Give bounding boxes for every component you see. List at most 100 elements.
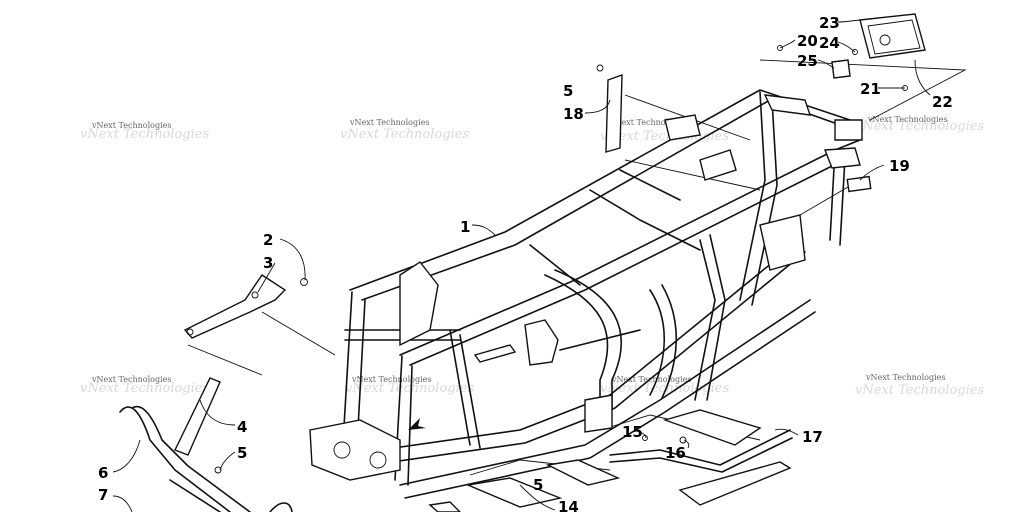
leader-23 [837, 19, 863, 23]
cross-member [589, 189, 701, 251]
watermark: vNext Technologies [611, 375, 691, 384]
callout-24: 24 [819, 34, 840, 52]
nut-15 [642, 435, 648, 441]
leader-6 [112, 439, 141, 473]
mount-hole [369, 451, 387, 469]
front-brace [174, 377, 221, 456]
direction-arrow-icon [408, 418, 426, 430]
leader-16 [683, 439, 690, 449]
callout-19: 19 [889, 157, 910, 175]
bolt-2 [300, 278, 308, 286]
rear-bracket-side [759, 214, 806, 271]
frame-rear-hoop [649, 289, 665, 396]
watermark-shadow: vNext Technologies [855, 383, 984, 398]
frame-top-rail-right [399, 139, 861, 356]
bracket-hole [186, 328, 194, 336]
skid-plate [465, 477, 563, 508]
front-bumper-inner [131, 405, 251, 512]
bottom-rail-left [344, 239, 801, 456]
callout-1: 1 [460, 218, 470, 236]
watermark-shadow: vNext Technologies [80, 381, 209, 396]
front-bracket [399, 261, 439, 347]
callout-21: 21 [860, 80, 881, 98]
callout-5: 5 [237, 444, 247, 462]
guide-line [624, 159, 761, 191]
callout-5: 5 [533, 476, 543, 494]
frame-top-rail-left-inner [361, 99, 861, 301]
bracket-hole [251, 291, 259, 299]
callout-22: 22 [932, 93, 953, 111]
rear-upright-right-inner [839, 157, 846, 246]
leader-2 [279, 238, 306, 281]
rear-plate [664, 114, 701, 141]
left-side-bracket [183, 274, 287, 339]
part-4-brace [174, 377, 222, 474]
watermark-shadow: vNext Technologies [855, 119, 984, 134]
screw-20 [777, 45, 783, 51]
skid-plate [545, 459, 621, 486]
frame-top-rail-right-inner [409, 161, 841, 366]
callout-23: 23 [819, 14, 840, 32]
watermark: vNext Technologies [867, 115, 947, 124]
front-diagonal-inner [459, 334, 481, 449]
leader-1 [471, 224, 497, 237]
socket-25 [831, 59, 851, 79]
front-bumper [119, 406, 231, 512]
rear-bracket [699, 149, 737, 181]
front-suspension-mount [309, 419, 401, 481]
footrest-tube-inner [609, 437, 793, 473]
cross-member [619, 169, 681, 201]
callout-5: 5 [563, 82, 573, 100]
bolt-5 [596, 64, 604, 72]
callout-20: 20 [797, 32, 818, 50]
rear-hook [824, 147, 861, 169]
frame-middle-hoop [544, 274, 609, 411]
leader-24 [837, 41, 856, 53]
bolt-5 [214, 466, 222, 474]
watermark: vNext Technologies [91, 375, 171, 384]
cross-member-lower [559, 329, 641, 351]
main-frame [309, 89, 863, 499]
watermark: vNext Technologies [865, 373, 945, 382]
watermark: vNext Technologies [349, 118, 429, 127]
leader-14 [519, 484, 556, 511]
watermark-shadow: vNext Technologies [80, 127, 209, 142]
watermark-shadow: vNext Technologies [340, 127, 469, 142]
callout-16: 16 [665, 444, 686, 462]
engine-mount-lower [584, 394, 613, 433]
leader-4 [199, 399, 236, 426]
mount-tab [473, 344, 517, 363]
leader-15 [639, 431, 647, 439]
rear-mount [834, 119, 863, 141]
cross-member-diagonal-inner [706, 234, 726, 401]
front-upright-right-inner [407, 365, 413, 486]
frame-rear-hoop-inner [661, 284, 678, 399]
leader-25 [817, 59, 835, 69]
callout-17: 17 [802, 428, 823, 446]
leader-18 [584, 99, 611, 114]
guide-line [187, 344, 263, 376]
tail-light-lens [867, 19, 921, 55]
cross-member [529, 244, 581, 286]
engine-mount [524, 319, 559, 366]
bracket-2-3 [183, 274, 308, 339]
callout-6: 6 [98, 464, 108, 482]
bottom-rail-right [399, 299, 811, 486]
part-14-plates [428, 459, 621, 512]
watermark-shadow: vNext Technologies [345, 381, 474, 396]
leader-3 [257, 262, 276, 293]
footrest-plate [662, 409, 762, 446]
callout-7: 7 [98, 486, 108, 504]
bolt-16 [679, 436, 687, 444]
watermark: vNext Technologies [91, 121, 171, 130]
rear-upright [739, 91, 766, 301]
callout-4: 4 [237, 418, 247, 436]
frame-middle-hoop-inner [554, 269, 622, 411]
bottom-rail-right-inner [404, 311, 816, 499]
part-18-bracket [596, 64, 623, 153]
callout-3: 3 [263, 254, 273, 272]
leader-5 [219, 451, 236, 471]
callout-14: 14 [558, 498, 579, 512]
